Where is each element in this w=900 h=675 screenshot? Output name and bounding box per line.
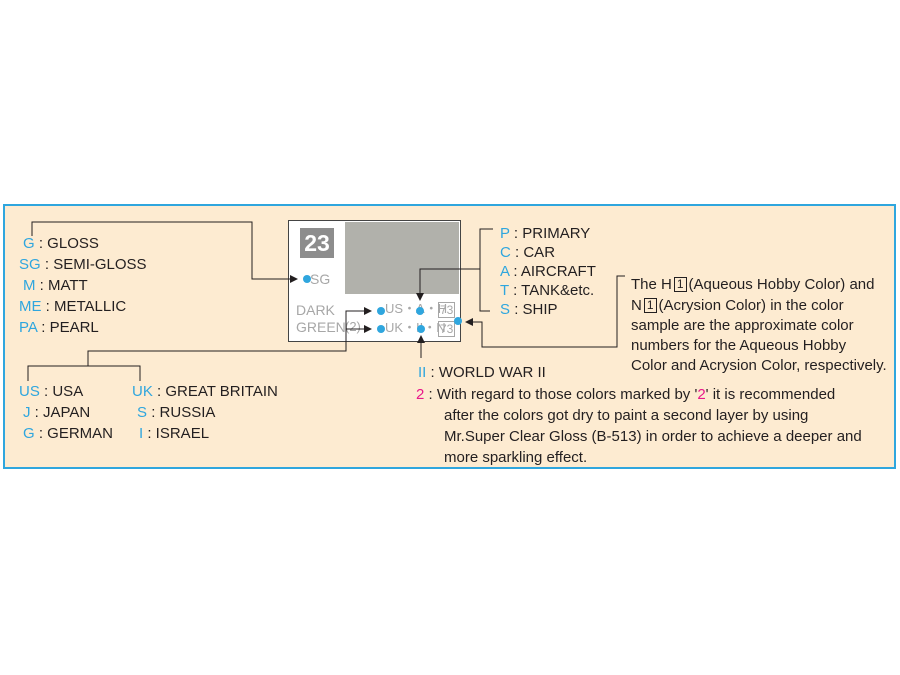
country-item-israel: I : ISRAEL	[139, 423, 209, 444]
finish-label: : SEMI-GLOSS	[44, 256, 147, 273]
usage-item-ship: S : SHIP	[500, 299, 558, 320]
note-text: The H	[631, 276, 672, 293]
usage-label: : AIRCRAFT	[513, 263, 596, 280]
usage-code: C	[500, 244, 511, 261]
country-label: : RUSSIA	[151, 404, 216, 421]
country-label: : GERMAN	[38, 425, 114, 442]
country-label: : USA	[44, 383, 84, 400]
sample-second-layer-mark: (2)	[345, 319, 361, 334]
note-text: N	[631, 297, 642, 314]
dot-finish	[303, 275, 311, 283]
note-number-box: 1	[643, 298, 657, 313]
country-code: J	[23, 404, 31, 421]
country-code: G	[23, 425, 35, 442]
country-item-great-britain: UK : GREAT BRITAIN	[132, 381, 278, 402]
country-label: : ISRAEL	[147, 425, 210, 442]
country-code: S	[137, 404, 148, 421]
finish-item-pearl: PA : PEARL	[19, 317, 99, 338]
usage-label: : CAR	[515, 244, 556, 261]
sample-row2-codes: UK・II・N	[385, 320, 446, 335]
country-item-japan: J : JAPAN	[23, 402, 90, 423]
usage-code: S	[500, 301, 511, 318]
country-item-usa: US : USA	[19, 381, 83, 402]
country-code: I	[139, 425, 144, 442]
sample-color-name-line2: GREEN	[296, 319, 346, 335]
country-connector-1	[345, 307, 372, 329]
dot-country-2	[377, 325, 385, 333]
color-swatch	[345, 222, 459, 294]
finish-code: M	[23, 277, 36, 294]
usage-code: T	[500, 282, 509, 299]
note-text: (Aqueous Hobby Color) and	[688, 276, 875, 293]
finish-item-matt: M : MATT	[23, 275, 88, 296]
sample-finish-code: SG	[310, 271, 331, 287]
usage-label: : PRIMARY	[513, 225, 591, 242]
finish-code: ME	[19, 298, 42, 315]
dot-number	[454, 317, 462, 325]
dot-country-1	[377, 307, 385, 315]
country-code: US	[19, 383, 40, 400]
note-number-box: 1	[673, 277, 687, 292]
sample-row1-codes: US・A・H	[385, 301, 448, 316]
finish-label: : GLOSS	[38, 235, 99, 252]
usage-bracket	[479, 228, 493, 312]
finish-code: SG	[19, 256, 41, 273]
note-connector	[465, 275, 625, 348]
finish-code: PA	[19, 319, 38, 336]
second-layer-line-4: more sparkling effect.	[444, 449, 588, 466]
country-label: : GREAT BRITAIN	[157, 383, 278, 400]
second-layer-code: 2	[416, 386, 425, 403]
usage-label: : TANK&etc.	[513, 282, 595, 299]
second-layer-line-1: 2 : With regard to those colors marked b…	[416, 384, 835, 405]
second-layer-line-2: after the colors got dry to paint a seco…	[444, 407, 809, 424]
second-layer-text: : With regard to those colors marked by …	[428, 386, 698, 403]
sample-color-name-line1: DARK	[296, 302, 335, 318]
ww2-code: II	[418, 364, 427, 381]
note-line-3: sample are the approximate color	[631, 317, 854, 334]
usage-item-tank: T : TANK&etc.	[500, 280, 594, 301]
country-bracket	[27, 365, 141, 381]
usage-connector	[416, 268, 480, 301]
note-text: (Acrysion Color) in the color	[658, 297, 844, 314]
country-connector-2	[87, 325, 372, 366]
dot-usage	[416, 307, 424, 315]
sample-n-number-box: 73	[438, 321, 456, 337]
ww2-item: II : WORLD WAR II	[418, 362, 546, 383]
finish-label: : METALLIC	[45, 298, 127, 315]
second-layer-line-3: Mr.Super Clear Gloss (B-513) in order to…	[444, 428, 862, 445]
finish-code: G	[23, 235, 35, 252]
finish-label: : PEARL	[41, 319, 99, 336]
finish-item-semi-gloss: SG : SEMI-GLOSS	[19, 254, 147, 275]
note-line-4: numbers for the Aqueous Hobby	[631, 337, 847, 354]
finish-item-metallic: ME : METALLIC	[19, 296, 126, 317]
ww2-label: : WORLD WAR II	[430, 364, 546, 381]
country-item-russia: S : RUSSIA	[137, 402, 215, 423]
finish-label: : MATT	[39, 277, 88, 294]
usage-item-primary: P : PRIMARY	[500, 223, 590, 244]
usage-code: A	[500, 263, 510, 280]
usage-label: : SHIP	[514, 301, 558, 318]
dot-ww2	[417, 325, 425, 333]
country-label: : JAPAN	[34, 404, 91, 421]
sample-h-number-box: 73	[438, 302, 456, 318]
second-layer-mark: 2	[697, 386, 706, 403]
usage-item-aircraft: A : AIRCRAFT	[500, 261, 596, 282]
country-item-german: G : GERMAN	[23, 423, 113, 444]
color-number-badge: 23	[300, 228, 334, 258]
usage-code: P	[500, 225, 510, 242]
finish-item-gloss: G : GLOSS	[23, 233, 99, 254]
note-line-5: Color and Acrysion Color, respectively.	[631, 357, 887, 374]
usage-item-car: C : CAR	[500, 242, 555, 263]
country-code: UK	[132, 383, 153, 400]
second-layer-text: ' it is recommended	[705, 386, 836, 403]
finish-connector	[31, 221, 298, 283]
